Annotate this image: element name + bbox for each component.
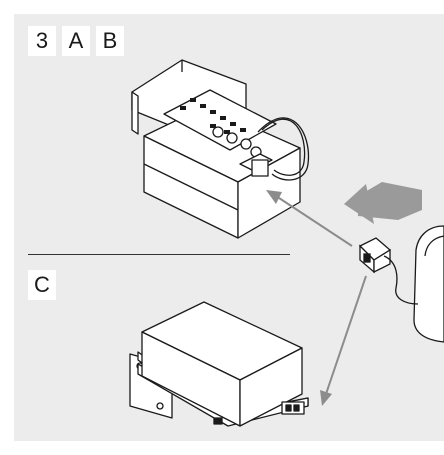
label-c: C [28, 270, 56, 300]
pointer-arrows [266, 190, 367, 406]
connector-plug-icon [358, 237, 419, 305]
label-b: B [96, 26, 124, 56]
driver-box-open-icon [131, 59, 310, 239]
driver-box-closed-icon [129, 301, 309, 427]
illustration [129, 59, 444, 427]
instruction-panel: 3 A B C [14, 14, 444, 441]
section-divider [28, 254, 290, 255]
label-a: A [62, 26, 90, 56]
step-number-label: 3 [28, 26, 56, 56]
lamp-housing-icon [413, 225, 444, 343]
insert-arrow-icon [358, 182, 422, 220]
